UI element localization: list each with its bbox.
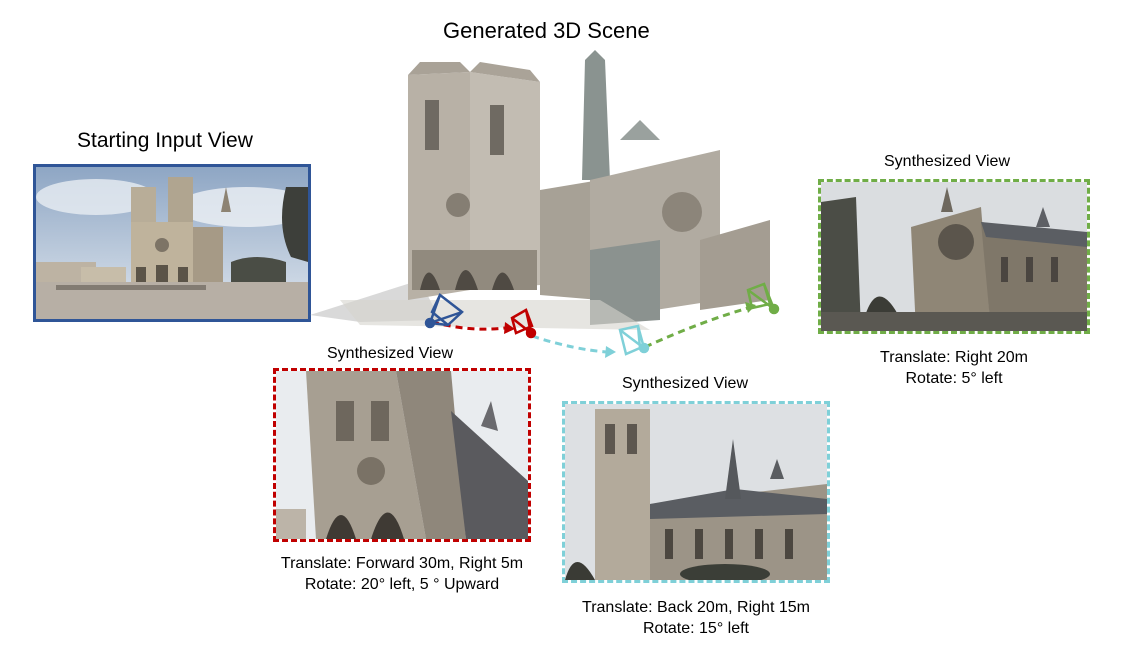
cyan-view-caption: Translate: Back 20m, Right 15m Rotate: 1… [552, 597, 840, 639]
red-view-rotate: Rotate: 20° left, 5 ° Upward [304, 576, 500, 593]
camera-trajectory [431, 302, 756, 358]
cyan-camera-icon [618, 324, 650, 356]
green-camera-icon [746, 282, 780, 315]
scene-title: Generated 3D Scene [443, 18, 650, 43]
point-cloud-reconstruction [310, 50, 770, 330]
red-view-translate: Translate: Forward 30m, Right 5m [280, 555, 524, 572]
start-camera-icon [424, 293, 464, 329]
red-view-image [273, 368, 531, 542]
cyan-view-label: Synthesized View [622, 375, 748, 392]
green-view-image [818, 179, 1090, 334]
green-view-rotate: Rotate: 5° left [905, 370, 1003, 387]
red-view-label: Synthesized View [327, 345, 453, 362]
cyan-view-rotate: Rotate: 15° left [642, 620, 749, 637]
green-view-caption: Translate: Right 20m Rotate: 5° left [824, 347, 1084, 389]
cyan-view-translate: Translate: Back 20m, Right 15m [582, 599, 810, 616]
green-view-translate: Translate: Right 20m [880, 349, 1028, 366]
red-camera-icon [510, 308, 537, 339]
green-view-label: Synthesized View [884, 153, 1010, 170]
red-view-caption: Translate: Forward 30m, Right 5m Rotate:… [260, 553, 544, 595]
input-view-image [33, 164, 311, 322]
input-view-title: Starting Input View [77, 129, 253, 152]
cyan-view-image [562, 401, 830, 583]
